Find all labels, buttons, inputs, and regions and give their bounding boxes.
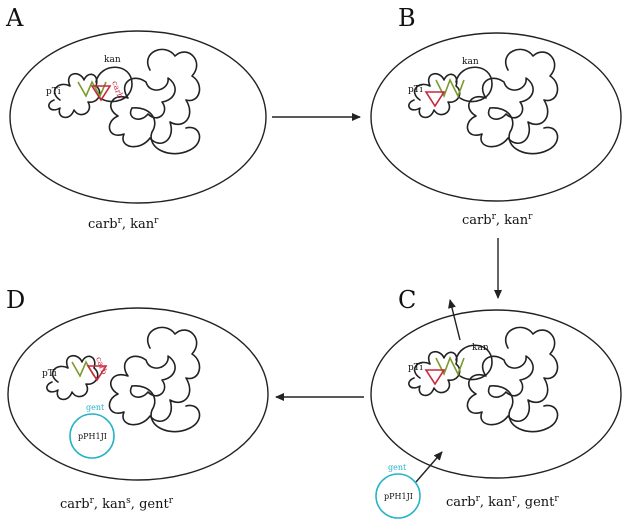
genotype-gene: carb <box>60 497 90 512</box>
pti-plasmid-c <box>408 351 461 397</box>
panel-a: A pTi kan carb carbr, kanr <box>5 4 267 232</box>
panel-d-letter: D <box>6 286 25 314</box>
genotype-gene: carb <box>462 213 492 228</box>
kan-label-b: kan <box>462 57 479 67</box>
chromosome-c <box>466 326 559 426</box>
genotype-separator: , <box>496 213 504 228</box>
pti-label-a: pTi <box>46 87 61 97</box>
genotype-c: carbr, kanr, gentr <box>446 494 559 510</box>
cell-c <box>370 309 622 479</box>
genotype-separator: , <box>122 217 130 232</box>
chromosome-a <box>108 48 201 148</box>
genotype-separator: , <box>480 495 488 510</box>
genotype-gene: carb <box>88 217 118 232</box>
genotype-gene: kan <box>488 495 513 510</box>
kan-label-c: kan <box>472 343 489 353</box>
arrow-c-out <box>448 299 461 341</box>
pti-label-b: pTi <box>408 85 423 95</box>
genotype-superscript: r <box>90 496 95 506</box>
genotype-gene: gent <box>525 495 555 510</box>
genotype-superscript: r <box>169 496 174 506</box>
plasmid-label-d: pPH1JI <box>78 432 107 441</box>
carb-label-a: carb <box>110 80 125 100</box>
genotype-separator: , <box>131 497 139 512</box>
panel-c: C pTi kan gent pPH1JI carbr, kanr, gentr <box>370 286 622 519</box>
carb-cassette-b <box>424 91 446 108</box>
plasmid-d <box>69 413 115 459</box>
genotype-separator: , <box>94 497 102 512</box>
genotype-a: carbr, kanr <box>88 216 159 232</box>
carb-cassette-c <box>424 369 446 386</box>
genotype-superscript: s <box>126 496 131 506</box>
panel-b: B pTi kan carbr, kanr <box>370 4 622 228</box>
genotype-gene: kan <box>130 217 155 232</box>
chromosome-d <box>108 326 201 426</box>
pti-label-d: pTi <box>42 369 57 379</box>
genotype-superscript: r <box>154 216 159 226</box>
genotype-b: carbr, kanr <box>462 212 533 228</box>
genotype-gene: gent <box>139 497 169 512</box>
kan-region-a <box>77 80 107 98</box>
panel-a-letter: A <box>5 4 24 32</box>
kan-region-b <box>435 78 465 98</box>
genotype-gene: kan <box>102 497 127 512</box>
chromosome-b <box>466 48 559 148</box>
genotype-superscript: r <box>554 494 559 504</box>
genotype-superscript: r <box>476 494 481 504</box>
genotype-superscript: r <box>528 212 533 222</box>
kan-region-c <box>435 356 465 376</box>
panel-c-letter: C <box>398 286 416 314</box>
genotype-separator: , <box>516 495 524 510</box>
cell-d <box>7 307 269 481</box>
incoming-plasmid-c <box>375 473 421 519</box>
genotype-superscript: r <box>512 494 517 504</box>
cell-b <box>370 32 622 202</box>
cell-a <box>9 30 267 204</box>
genotype-gene: kan <box>504 213 529 228</box>
genotype-d: carbr, kans, gentr <box>60 496 174 512</box>
carb-cassette-a <box>90 85 112 102</box>
genotype-superscript: r <box>492 212 497 222</box>
gent-label-c: gent <box>388 463 407 472</box>
genotype-gene: carb <box>446 495 476 510</box>
arrow-c-in <box>415 451 443 483</box>
carb-cassette-d <box>86 365 108 382</box>
panel-b-letter: B <box>398 4 416 32</box>
plasmid-label-c: pPH1JI <box>384 492 413 501</box>
gent-label-d: gent <box>86 403 105 412</box>
pti-plasmid-b <box>408 73 461 119</box>
genotype-superscript: r <box>118 216 123 226</box>
kan-label-a: kan <box>104 55 121 65</box>
pti-label-c: pTi <box>408 363 423 373</box>
panel-d: D pTi carb gent pPH1JI carbr, kans, gent… <box>6 286 269 512</box>
